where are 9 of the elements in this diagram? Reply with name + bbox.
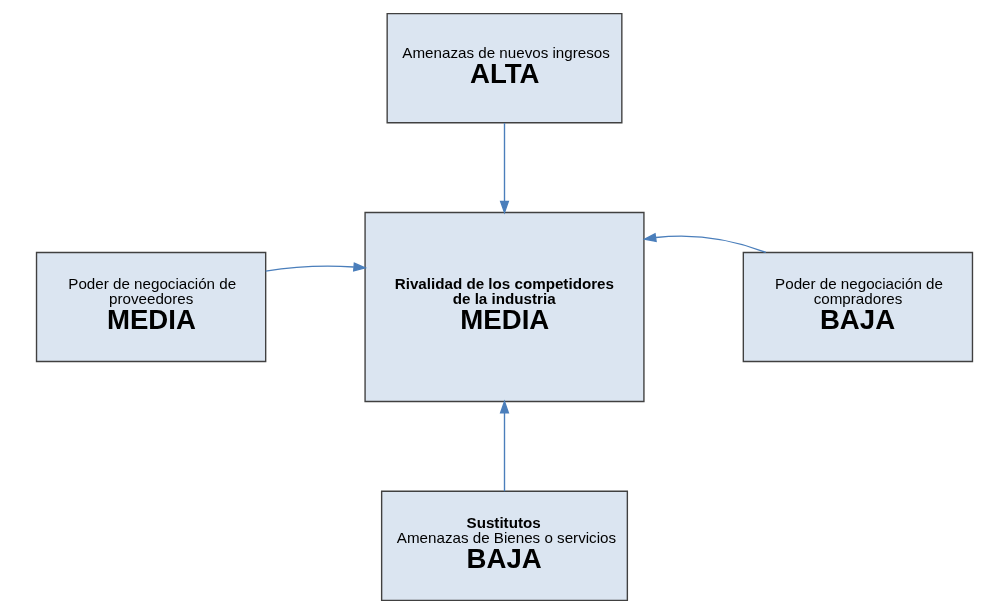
node-box: Poder de negociación de proveedores MEDIA bbox=[35, 251, 266, 363]
arrow bbox=[499, 122, 509, 215]
node-box: Sustitutos Amenazas de Bienes o servicios BAJA bbox=[380, 490, 628, 602]
node-box: Amenazas de nuevos ingresos ALTA bbox=[385, 12, 623, 124]
node-box: Poder de negociación de compradores BAJA bbox=[742, 251, 973, 363]
arrow bbox=[499, 399, 509, 492]
arrow bbox=[642, 232, 767, 254]
arrow bbox=[264, 262, 367, 272]
node-box: Rivalidad de los competidores de la industria MEDIA bbox=[363, 211, 645, 403]
